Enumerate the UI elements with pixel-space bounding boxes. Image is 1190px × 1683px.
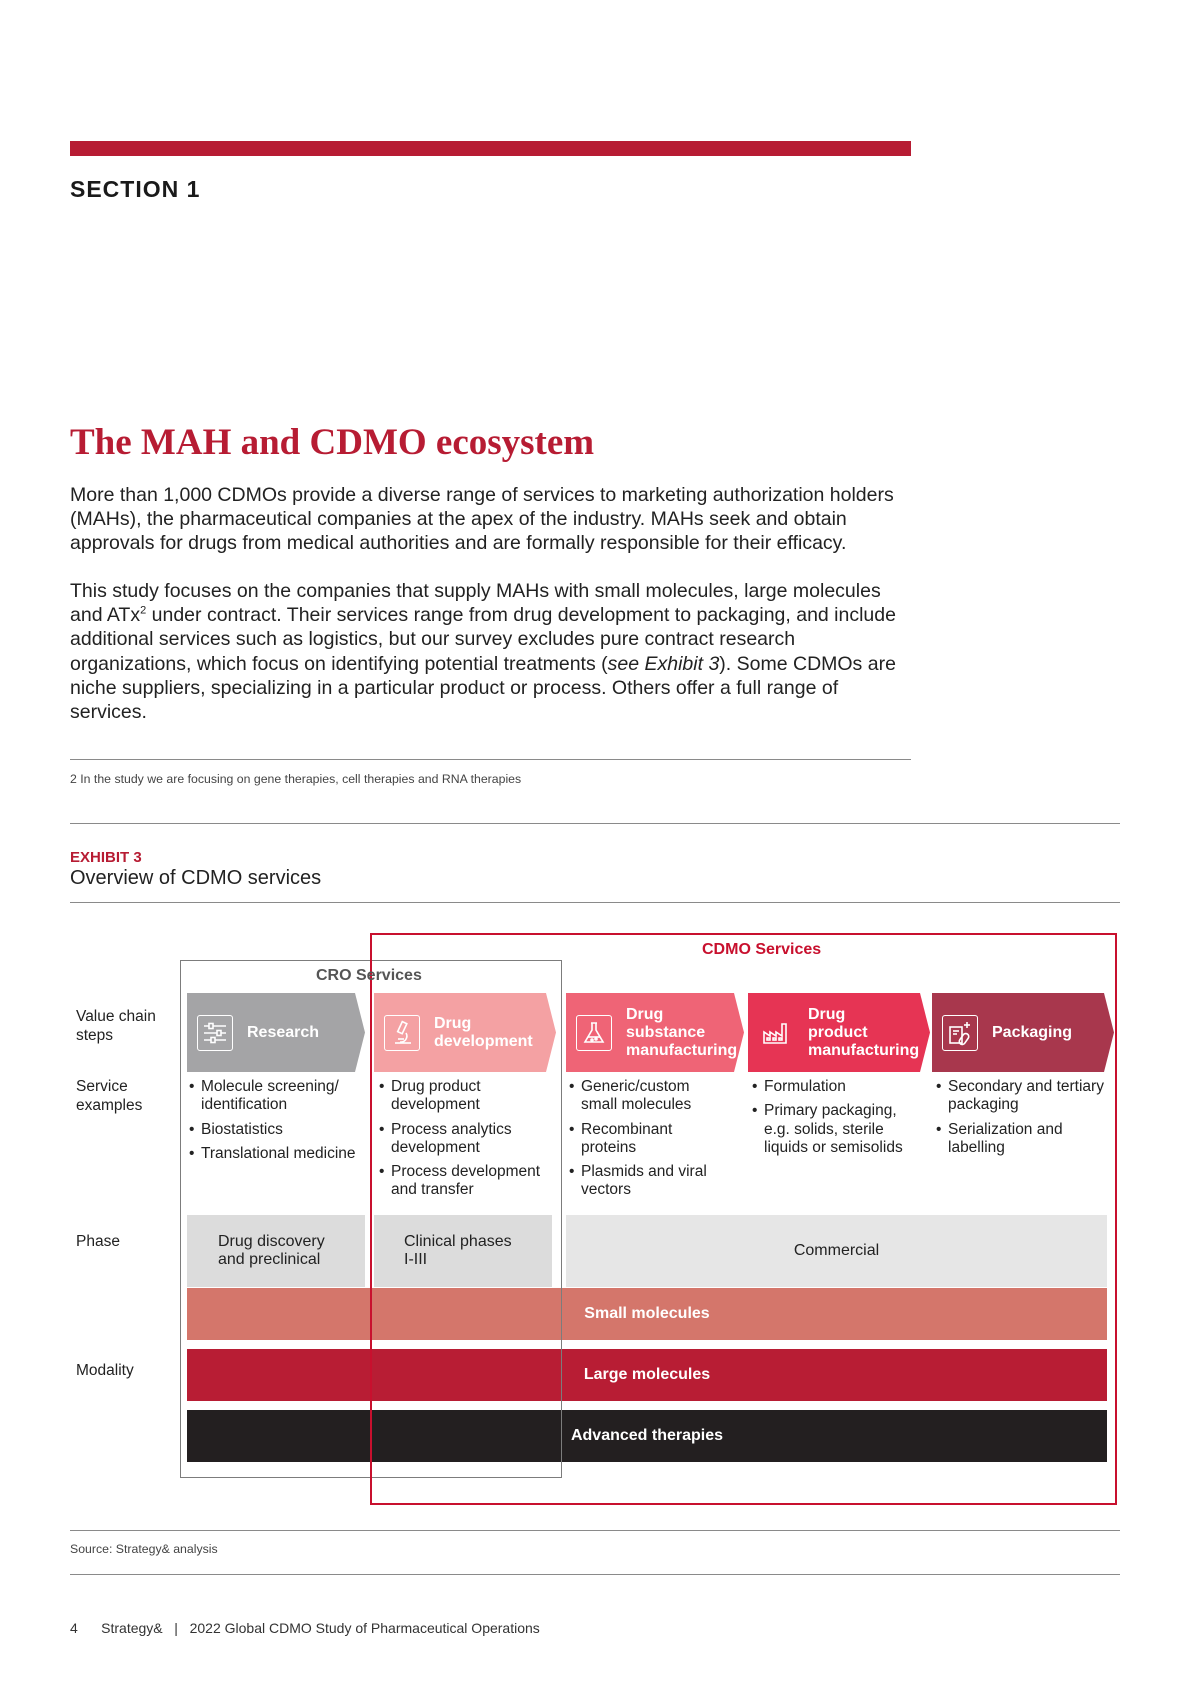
list-item: Secondary and tertiary packaging bbox=[936, 1078, 1106, 1115]
modality-small-molecules: Small molecules bbox=[187, 1288, 1107, 1340]
footer-divider bbox=[70, 1574, 1120, 1575]
exhibit-reference: see Exhibit 3 bbox=[607, 652, 720, 675]
step-packaging: Packaging bbox=[932, 993, 1114, 1072]
list-item: Molecule screening/ identification bbox=[189, 1078, 364, 1115]
list-item: Serialization and labelling bbox=[936, 1121, 1106, 1158]
body-paragraph-1: More than 1,000 CDMOs provide a diverse … bbox=[70, 484, 894, 555]
microscope-icon bbox=[384, 1015, 420, 1051]
list-item: Drug product development bbox=[379, 1078, 559, 1115]
step-research: Research bbox=[187, 993, 365, 1072]
list-item: Process analytics development bbox=[379, 1121, 559, 1158]
row-label-modality: Modality bbox=[76, 1362, 134, 1379]
exhibit-top-rule bbox=[70, 823, 1120, 824]
page-title: The MAH and CDMO ecosystem bbox=[70, 422, 595, 463]
body-paragraph-2: This study focuses on the companies that… bbox=[70, 579, 915, 724]
section-accent-bar bbox=[70, 141, 911, 156]
footnote: 2 In the study we are focusing on gene t… bbox=[70, 772, 522, 786]
list-item: Plasmids and viral vectors bbox=[569, 1163, 729, 1200]
services-drug-product: Formulation Primary packaging, e.g. soli… bbox=[752, 1078, 922, 1163]
services-drug-substance: Generic/custom small molecules Recombina… bbox=[569, 1078, 729, 1206]
source-note: Source: Strategy& analysis bbox=[70, 1542, 218, 1556]
footer-separator: | bbox=[174, 1620, 178, 1636]
list-item: Biostatistics bbox=[189, 1121, 364, 1140]
list-item: Generic/custom small molecules bbox=[569, 1078, 729, 1115]
services-drug-development: Drug product development Process analyti… bbox=[379, 1078, 559, 1206]
cdmo-services-label: CDMO Services bbox=[702, 941, 822, 958]
cro-services-label: CRO Services bbox=[316, 967, 422, 984]
list-item: Primary packaging, e.g. solids, sterile … bbox=[752, 1102, 922, 1157]
list-item: Process development and transfer bbox=[379, 1163, 559, 1200]
row-label-value-chain: Value chain steps bbox=[76, 1008, 156, 1044]
services-packaging: Secondary and tertiary packaging Seriali… bbox=[936, 1078, 1106, 1163]
footer-publication: 2022 Global CDMO Study of Pharmaceutical… bbox=[189, 1620, 540, 1636]
modality-large-molecules: Large molecules bbox=[187, 1349, 1107, 1401]
factory-icon bbox=[758, 1015, 794, 1051]
exhibit-header-rule bbox=[70, 902, 1120, 903]
para2-text-b: under contract. Their services range fro… bbox=[70, 604, 896, 675]
exhibit-label: EXHIBIT 3 bbox=[70, 849, 142, 866]
exhibit-title: Overview of CDMO services bbox=[70, 867, 322, 889]
phase-commercial: Commercial bbox=[566, 1215, 1107, 1287]
source-divider bbox=[70, 1530, 1120, 1531]
page-number: 4 bbox=[70, 1620, 78, 1636]
footnote-ref: 2 bbox=[140, 604, 147, 617]
sliders-icon bbox=[197, 1015, 233, 1051]
section-label: SECTION 1 bbox=[70, 176, 201, 202]
page-footer: 4 Strategy& | 2022 Global CDMO Study of … bbox=[70, 1620, 540, 1636]
services-research: Molecule screening/ identification Biost… bbox=[189, 1078, 364, 1169]
flask-icon bbox=[576, 1015, 612, 1051]
list-item: Recombinant proteins bbox=[569, 1121, 729, 1158]
list-item: Formulation bbox=[752, 1078, 922, 1097]
row-label-service-examples: Service examples bbox=[76, 1078, 143, 1114]
para2-text-c: ). Some CDMOs are niche suppliers, speci… bbox=[70, 652, 896, 724]
para2-text-a: This study focuses on the companies that… bbox=[70, 580, 881, 627]
list-item: Translational medicine bbox=[189, 1145, 364, 1164]
package-pills-icon bbox=[942, 1015, 978, 1051]
footnote-divider bbox=[70, 759, 911, 760]
cdmo-services-frame bbox=[370, 933, 1117, 1505]
modality-advanced-therapies: Advanced therapies bbox=[187, 1410, 1107, 1462]
footer-brand: Strategy& bbox=[101, 1620, 163, 1636]
row-label-phase: Phase bbox=[76, 1233, 120, 1250]
